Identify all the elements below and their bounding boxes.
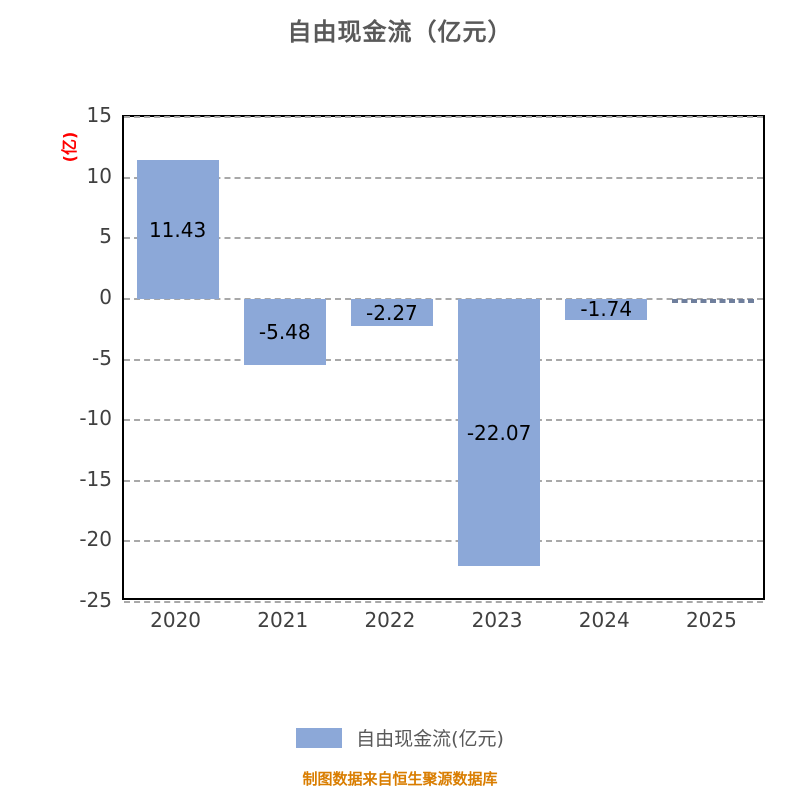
plot-area: 11.43-5.48-2.27-22.07-1.74 [122,115,765,603]
y-tick-label: 0 [99,284,112,309]
x-tick-label-2025: 2025 [685,608,737,632]
gridline [124,116,763,118]
gridline [124,479,763,482]
y-tick-label: -10 [79,406,112,431]
bar-2020 [136,160,219,299]
y-tick-label: -5 [92,345,112,370]
y-tick-label: 15 [86,103,112,127]
x-tick-label-2023: 2023 [471,608,523,632]
y-tick-label: -20 [79,527,112,552]
x-tick-label-2024: 2024 [578,608,630,632]
x-tick-label-2020: 2020 [150,608,202,632]
gridline [124,358,763,361]
legend-swatch-icon [296,727,343,748]
bar-2025 [672,298,755,303]
chart-title: 自由现金流（亿元） [287,18,513,46]
gridline [124,237,763,240]
y-tick-label: -25 [79,588,112,612]
legend-label: 自由现金流(亿元) [356,728,504,750]
y-tick-label: 10 [86,163,112,188]
y-tick-label: -15 [79,466,112,491]
gridline [124,601,763,603]
x-tick-label-2022: 2022 [364,608,416,632]
legend: 自由现金流(亿元) [0,724,800,751]
gridline [124,540,763,543]
y-tick-label: 5 [99,224,112,249]
x-tick-label-2021: 2021 [257,608,309,632]
bar-2021 [243,298,326,366]
bar-2024 [565,298,648,320]
bar-2023 [458,298,541,567]
bar-2022 [350,298,433,327]
gridline [124,419,763,422]
y-axis-unit-label: (亿) [60,131,79,163]
data-source-note: 制图数据来自恒生聚源数据库 [302,770,498,788]
gridline [124,297,763,300]
gridline [124,176,763,179]
